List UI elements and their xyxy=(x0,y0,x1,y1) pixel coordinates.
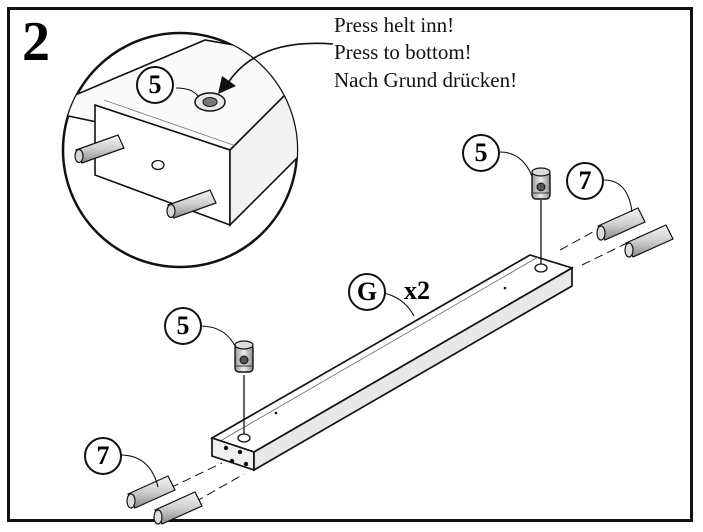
detail-view xyxy=(61,31,299,269)
rail-g xyxy=(209,254,575,472)
press-arrow xyxy=(225,42,334,87)
cam-lock-left xyxy=(234,340,254,373)
dowel-left-lower xyxy=(153,491,203,525)
callout-leaders xyxy=(119,87,633,488)
step-number: 2 xyxy=(22,11,50,73)
cam-lock-right xyxy=(531,167,551,200)
dowel-right-lower xyxy=(624,224,674,258)
detail-dowel-upper xyxy=(74,134,125,164)
note-norwegian: Press helt inn! xyxy=(334,13,455,37)
dowel-right-upper xyxy=(596,207,646,241)
callout-rail-g: G xyxy=(348,273,386,311)
detail-dowel-lower xyxy=(166,189,217,219)
quantity-label: x2 xyxy=(404,276,430,305)
note-english: Press to bottom! xyxy=(334,40,472,64)
step-frame xyxy=(7,7,693,522)
callout-dowel-left: 7 xyxy=(84,437,122,475)
alignment-lines xyxy=(169,227,628,503)
callout-detail-cam: 5 xyxy=(136,66,174,104)
dowel-left-upper xyxy=(126,475,176,509)
note-german: Nach Grund drücken! xyxy=(334,68,518,92)
callout-cam-right: 5 xyxy=(462,134,500,172)
callout-dowel-right: 7 xyxy=(566,162,604,200)
callout-cam-left: 5 xyxy=(164,307,202,345)
